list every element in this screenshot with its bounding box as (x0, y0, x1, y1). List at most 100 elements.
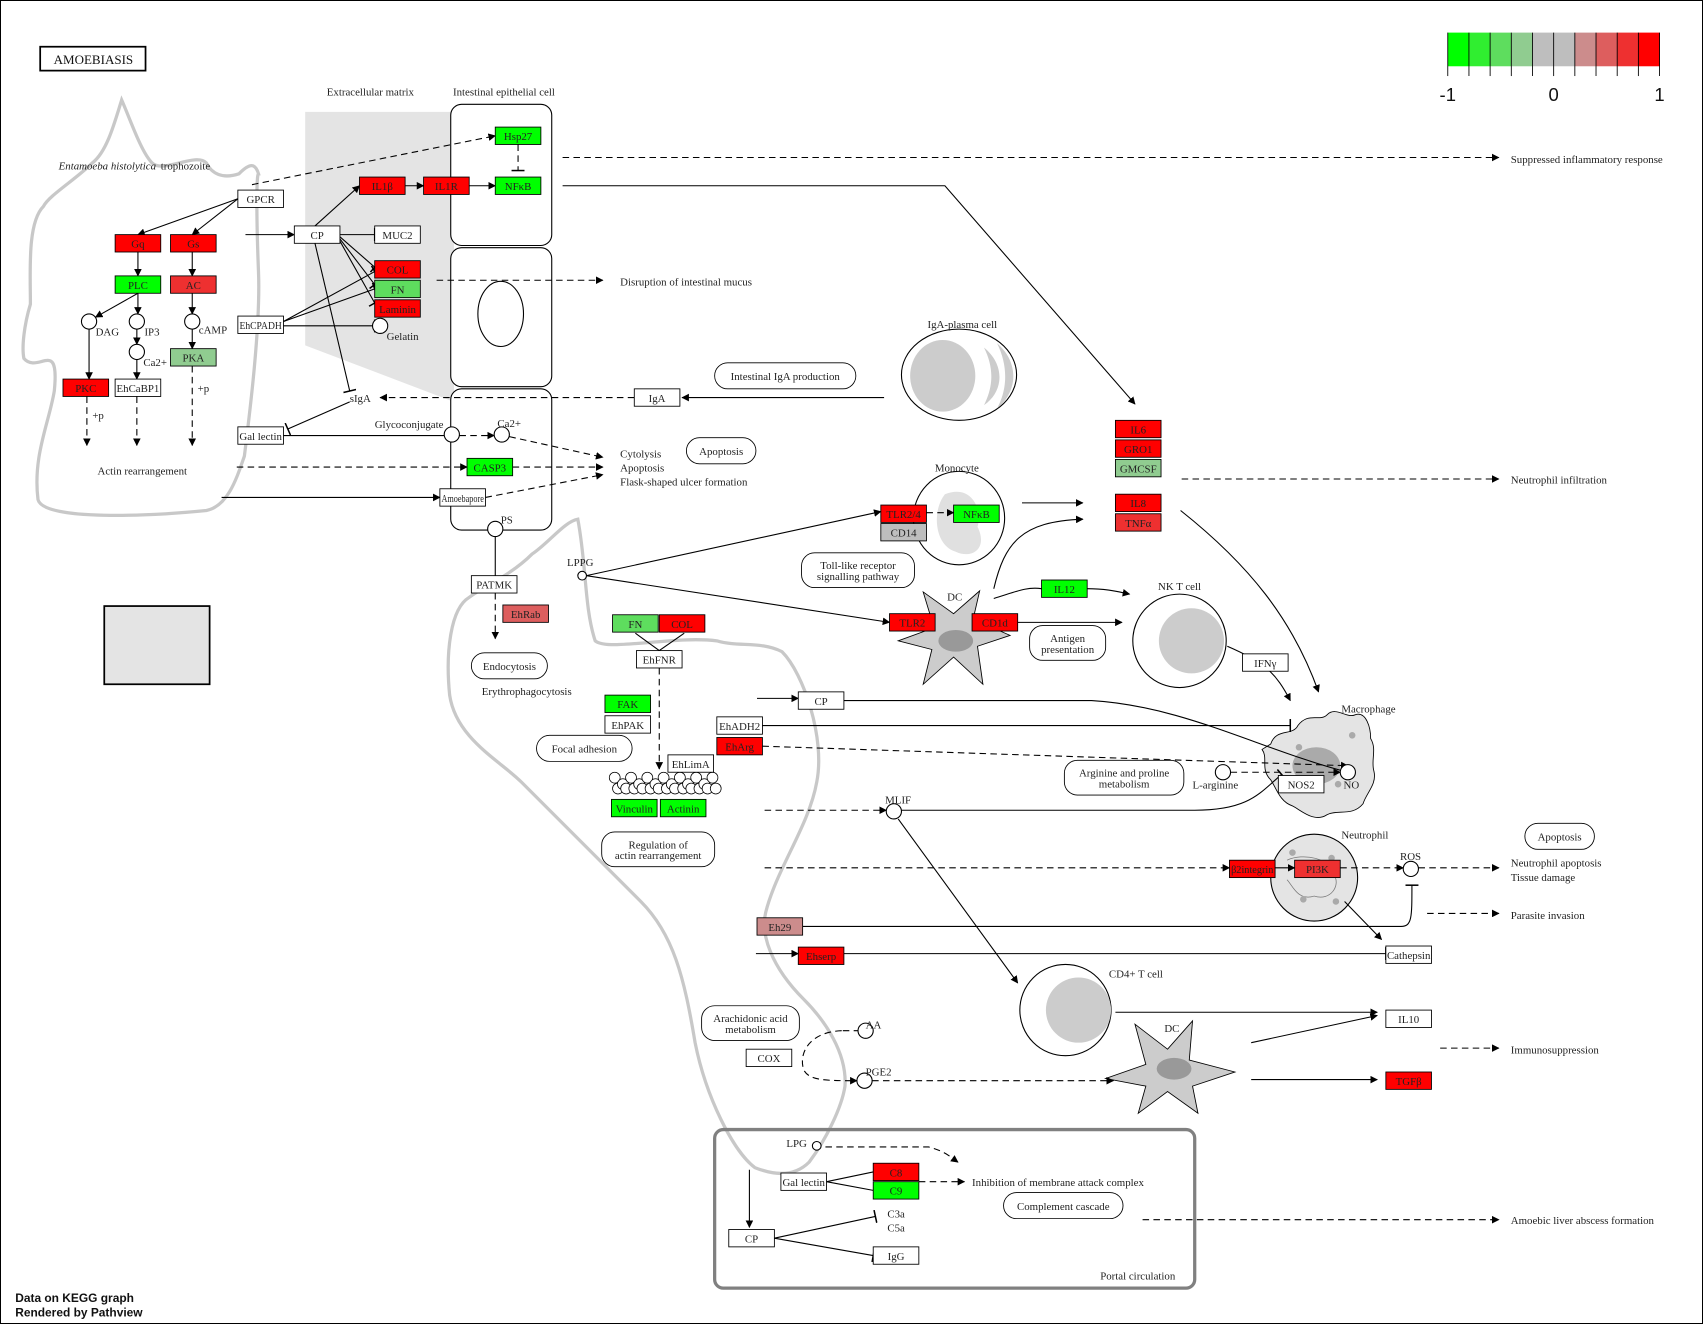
gene-node-b2integrin[interactable]: β2integrin (1229, 859, 1276, 879)
gene-node-eharg[interactable]: EhArg (716, 737, 763, 756)
gene-node-amoebapore[interactable]: Amoebapore (439, 488, 486, 507)
compound-ca[interactable] (128, 343, 145, 361)
gene-node-c9[interactable]: C9 (872, 1181, 920, 1200)
gene-node-nos2[interactable]: NOS2 (1277, 775, 1325, 794)
gene-node-il1b[interactable]: IL1β (359, 176, 406, 195)
gene-node-il8[interactable]: IL8 (1114, 493, 1162, 513)
gene-node-cp2[interactable]: CP (797, 691, 845, 710)
gene-node-iga[interactable]: IgA (633, 388, 681, 407)
pathway-link-p_compl[interactable]: Complement cascade (1003, 1192, 1124, 1220)
gene-node-patmk[interactable]: PATMK (470, 575, 518, 594)
gene-node-vinculin[interactable]: Vinculin (611, 798, 658, 818)
compound-dag[interactable] (80, 313, 98, 330)
pathway-link-p_apop1[interactable]: Apoptosis (685, 437, 757, 465)
compound-ros[interactable] (1402, 860, 1419, 878)
gene-node-pi3k[interactable]: PI3K (1294, 859, 1341, 879)
gene-node-muc2[interactable]: MUC2 (374, 225, 421, 244)
gene-node-il10[interactable]: IL10 (1385, 1009, 1432, 1028)
gene-node-nfkb1[interactable]: NFκB (494, 176, 542, 195)
gene-label: Laminin (379, 304, 416, 316)
gene-node-il12[interactable]: IL12 (1041, 579, 1088, 598)
gene-node-tlr24[interactable]: TLR2/4 (880, 504, 927, 523)
gene-node-fn2[interactable]: FN (612, 614, 659, 633)
gene-label: PKC (75, 383, 96, 395)
compound-gelatin[interactable] (371, 317, 389, 334)
gene-node-ehrab[interactable]: EhRab (502, 604, 549, 623)
compound-ip3[interactable] (128, 313, 145, 330)
gene-node-gs[interactable]: Gs (170, 234, 217, 253)
compound-glycoconjugate[interactable] (443, 426, 460, 443)
label-siga: sIgA (350, 393, 371, 405)
compound-l-arginine[interactable] (1214, 764, 1232, 781)
gene-node-pka[interactable]: PKA (170, 348, 217, 367)
gene-node-c8[interactable]: C8 (872, 1162, 920, 1182)
gene-node-ehcabp1[interactable]: EhCaBP1 (114, 378, 162, 397)
gene-node-ac[interactable]: AC (170, 275, 217, 294)
gene-node-nfkb2[interactable]: NFκB (953, 504, 1000, 523)
nk-t-cell (1132, 593, 1227, 689)
gene-node-gmcsf[interactable]: GMCSF (1114, 459, 1162, 478)
gene-node-gpcr[interactable]: GPCR (237, 189, 284, 208)
gene-node-tgfb[interactable]: TGFβ (1385, 1071, 1432, 1090)
gene-node-pkc[interactable]: PKC (62, 378, 110, 397)
gene-node-hsp27[interactable]: Hsp27 (494, 126, 542, 145)
gene-node-casp3[interactable]: CASP3 (466, 457, 514, 477)
gene-node-cp1[interactable]: CP (293, 225, 341, 244)
gene-node-ehfnr[interactable]: EhFNR (636, 650, 683, 669)
gene-node-gallectin1[interactable]: Gal lectin (237, 426, 284, 445)
gene-node-ehcpadh[interactable]: EhCPADH (237, 315, 284, 334)
gene-node-igg[interactable]: IgG (872, 1246, 920, 1265)
gene-node-il6[interactable]: IL6 (1114, 419, 1162, 439)
gene-node-ehadh2[interactable]: EhADH2 (716, 716, 763, 735)
gene-node-gallectin2[interactable]: Gal lectin (780, 1172, 827, 1191)
gene-node-plc[interactable]: PLC (114, 275, 162, 294)
gene-node-fn1[interactable]: FN (374, 279, 421, 299)
gene-node-laminin[interactable]: Laminin (374, 299, 421, 318)
gene-node-fak[interactable]: FAK (604, 694, 652, 713)
gene-node-cox[interactable]: COX (745, 1048, 793, 1068)
pathway-link-p_iga[interactable]: Intestinal IgA production (714, 362, 857, 390)
gene-node-cd1d[interactable]: CD1d (971, 613, 1019, 632)
surface-proteins-box (103, 605, 211, 686)
compound-mlif[interactable] (885, 803, 903, 820)
compound-ps[interactable] (487, 520, 504, 538)
label-mlif: MLIF (885, 795, 911, 807)
compound-ca2[interactable] (493, 426, 510, 443)
compound-aa[interactable] (857, 1022, 874, 1039)
gene-node-ehpak[interactable]: EhPAK (604, 715, 652, 734)
compound-lppg[interactable] (577, 570, 588, 581)
gene-node-cathepsin[interactable]: Cathepsin (1385, 945, 1432, 964)
label-flask: Flask-shaped ulcer formation (620, 477, 748, 489)
gene-node-eh29[interactable]: Eh29 (756, 917, 804, 936)
gene-node-ehserp[interactable]: Ehserp (797, 946, 845, 965)
compound-pge2[interactable] (856, 1072, 873, 1089)
gene-node-tlr2[interactable]: TLR2 (889, 613, 936, 632)
legend-swatch (1532, 32, 1554, 67)
gene-node-il1r[interactable]: IL1R (423, 176, 470, 195)
gene-node-col2[interactable]: COL (658, 614, 706, 633)
pathway-link-p_apop2[interactable]: Apoptosis (1524, 822, 1595, 850)
gene-node-col1[interactable]: COL (374, 260, 421, 279)
gene-node-tnfa[interactable]: TNFα (1114, 513, 1162, 532)
gene-node-ehlima[interactable]: EhLimA (667, 754, 715, 773)
edge (1344, 901, 1383, 941)
pathway-link-p_focal[interactable]: Focal adhesion (536, 734, 633, 762)
gene-node-ifng[interactable]: IFNγ (1242, 653, 1289, 672)
label-actinre: Actin rearrangement (98, 466, 188, 478)
compound-no[interactable] (1339, 764, 1356, 781)
gene-label: COL (671, 619, 693, 631)
pathway-link-p_endo[interactable]: Endocytosis (470, 652, 548, 680)
compound-camp[interactable] (184, 313, 201, 330)
gene-node-cp3[interactable]: CP (728, 1229, 775, 1248)
nucleus (477, 280, 525, 348)
gene-node-gq[interactable]: Gq (114, 234, 162, 253)
compound-lpg[interactable] (811, 1140, 822, 1151)
gene-node-actinin[interactable]: Actinin (659, 798, 707, 818)
gene-node-cd14[interactable]: CD14 (880, 523, 927, 542)
gene-node-gro1[interactable]: GRO1 (1114, 439, 1162, 458)
